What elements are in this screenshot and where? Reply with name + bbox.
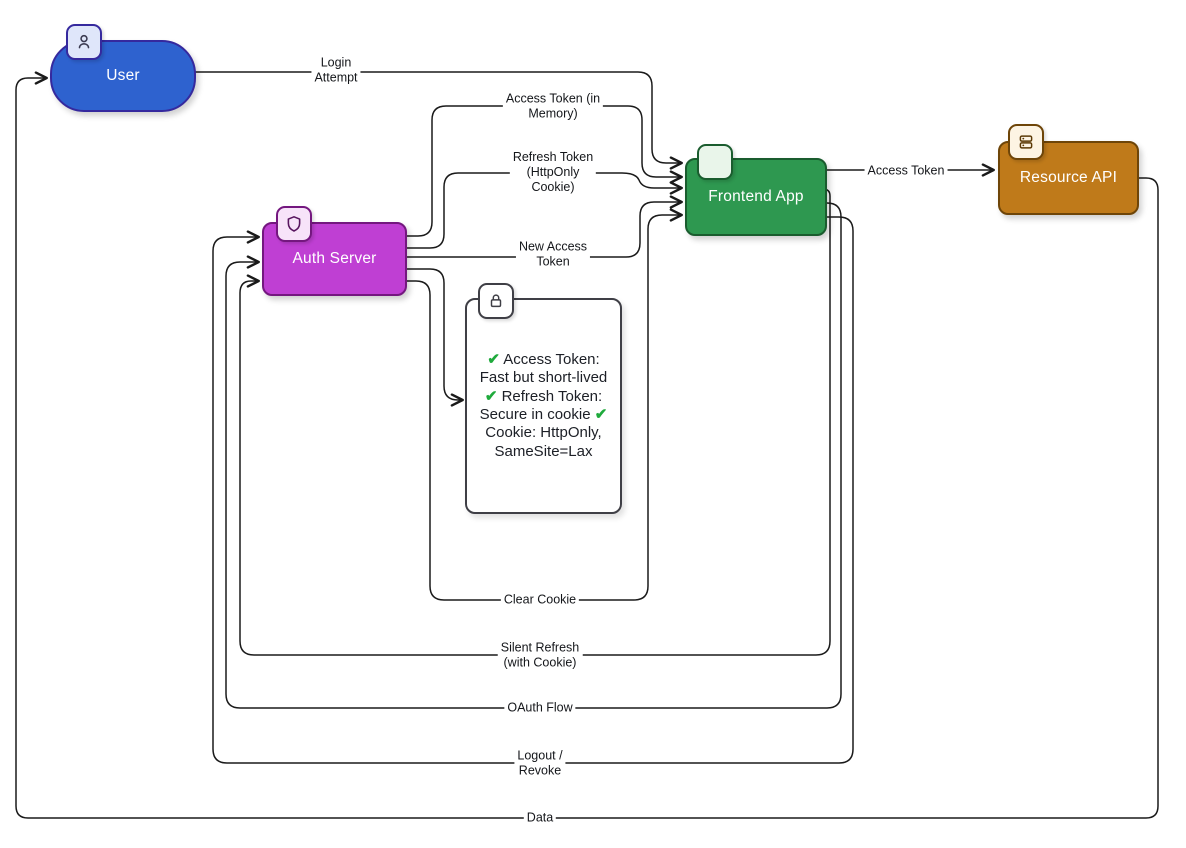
node-auth-server-label: Auth Server xyxy=(292,250,377,267)
edge-label-clear-cookie: Clear Cookie xyxy=(500,592,580,608)
node-user-label: User xyxy=(106,67,140,84)
edge-data xyxy=(15,71,1159,819)
edge-label-logout-revoke: Logout / Revoke xyxy=(514,748,566,778)
edge-label-refresh-token: Refresh Token (HttpOnly Cookie) xyxy=(509,149,597,195)
note-item-access-token: Access Token: Fast but short-lived xyxy=(479,351,608,387)
check-icon: ✔ xyxy=(594,406,608,423)
note-item-refresh-token: Refresh Token: Secure in cookie xyxy=(479,387,603,423)
check-icon: ✔ xyxy=(484,387,498,405)
node-resource-api-label: Resource API xyxy=(1019,169,1118,186)
edge-new-access-token xyxy=(402,195,683,258)
resource-api-badge xyxy=(1008,124,1044,160)
edge-refresh-token xyxy=(402,172,683,249)
node-frontend-app-label: Frontend App xyxy=(708,188,804,205)
auth-server-badge xyxy=(276,206,312,242)
user-badge xyxy=(66,24,102,60)
check-icon: ✔ xyxy=(487,351,500,369)
shield-icon xyxy=(287,216,301,232)
edge-silent-refresh xyxy=(239,188,831,656)
note-body: ✔ Access Token: Fast but short-lived ✔ R… xyxy=(473,351,615,461)
lock-icon xyxy=(490,294,502,308)
note-badge xyxy=(478,283,514,319)
edge-label-new-access-token: New Access Token xyxy=(515,239,591,269)
edge-label-silent-refresh: Silent Refresh (with Cookie) xyxy=(497,640,583,670)
server-icon xyxy=(1019,135,1033,149)
node-auth-server: Auth Server xyxy=(262,222,407,296)
person-icon xyxy=(78,34,90,49)
note-token-security: ✔ Access Token: Fast but short-lived ✔ R… xyxy=(465,298,622,514)
edge-label-access-token: Access Token xyxy=(864,163,948,179)
edge-label-access-token-memory: Access Token (in Memory) xyxy=(502,91,604,121)
edge-note xyxy=(402,268,464,407)
edge-login-attempt xyxy=(191,71,683,170)
edge-label-oauth-flow: OAuth Flow xyxy=(504,700,576,716)
frontend-app-badge xyxy=(697,144,733,180)
edge-label-data: Data xyxy=(523,810,557,826)
note-item-cookie: Cookie: HttpOnly, SameSite=Lax xyxy=(485,424,602,460)
edge-label-login-attempt: Login Attempt xyxy=(311,55,361,85)
